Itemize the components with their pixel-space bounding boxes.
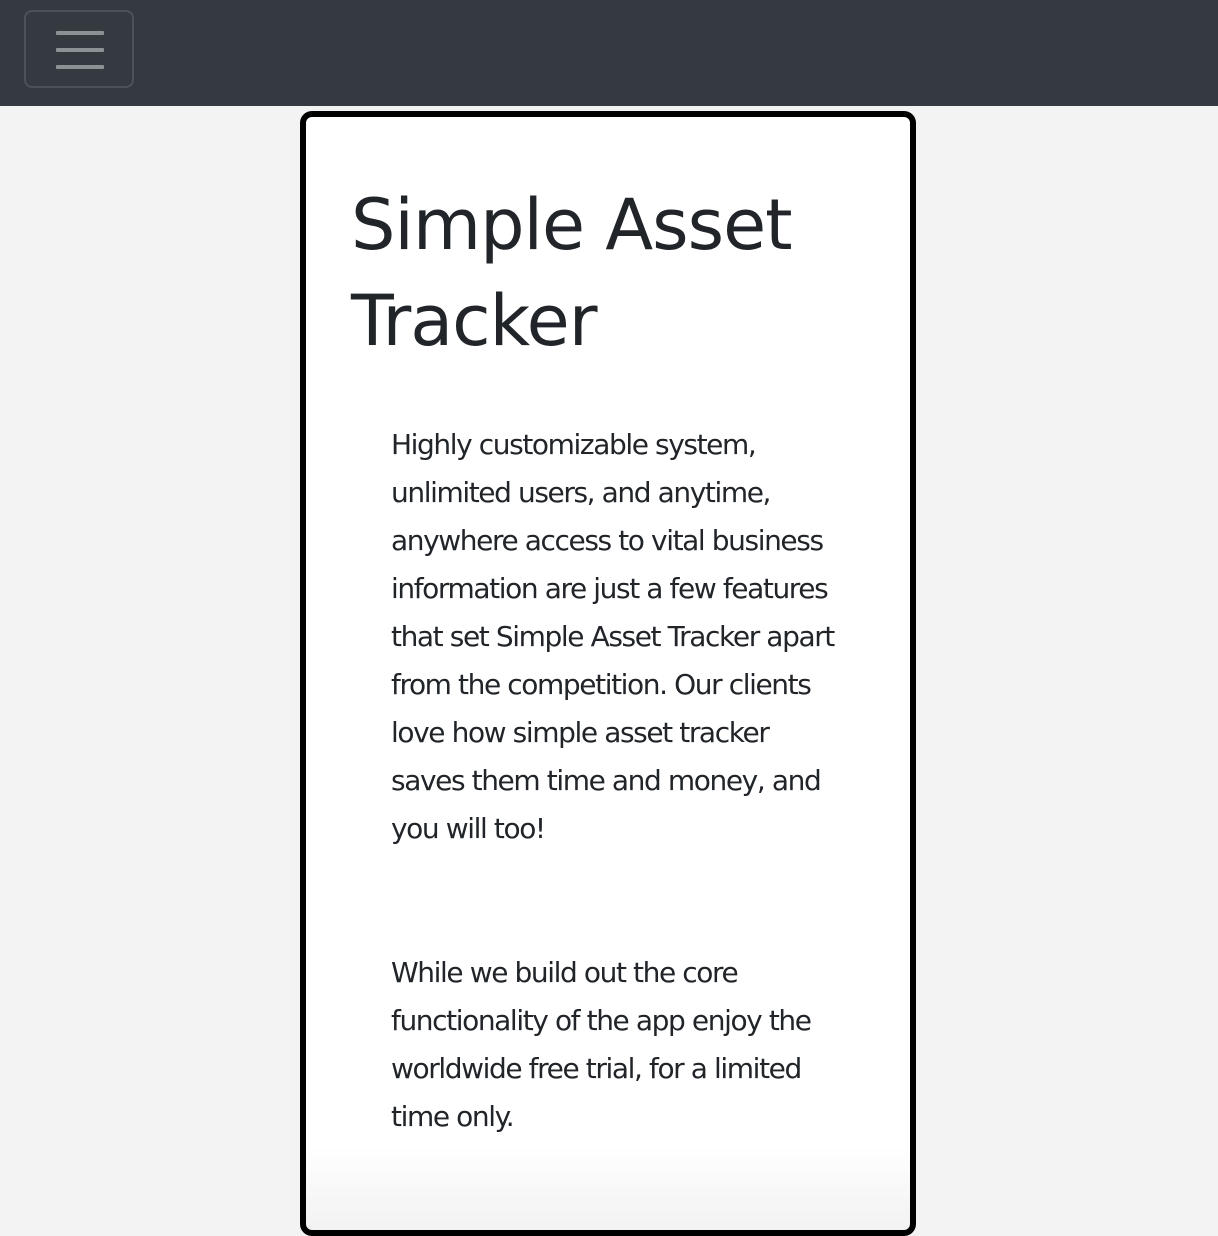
intro-card: Simple Asset Tracker Highly customizable… xyxy=(300,111,916,1236)
intro-paragraph: Highly customizable system, unlimited us… xyxy=(391,428,835,845)
navbar-toggle-button[interactable] xyxy=(24,10,134,88)
page-title: Simple Asset Tracker xyxy=(351,184,793,362)
top-navbar xyxy=(0,0,1218,106)
hamburger-menu-icon xyxy=(56,31,104,71)
free-trial-paragraph: While we build out the core functionalit… xyxy=(391,956,812,1133)
